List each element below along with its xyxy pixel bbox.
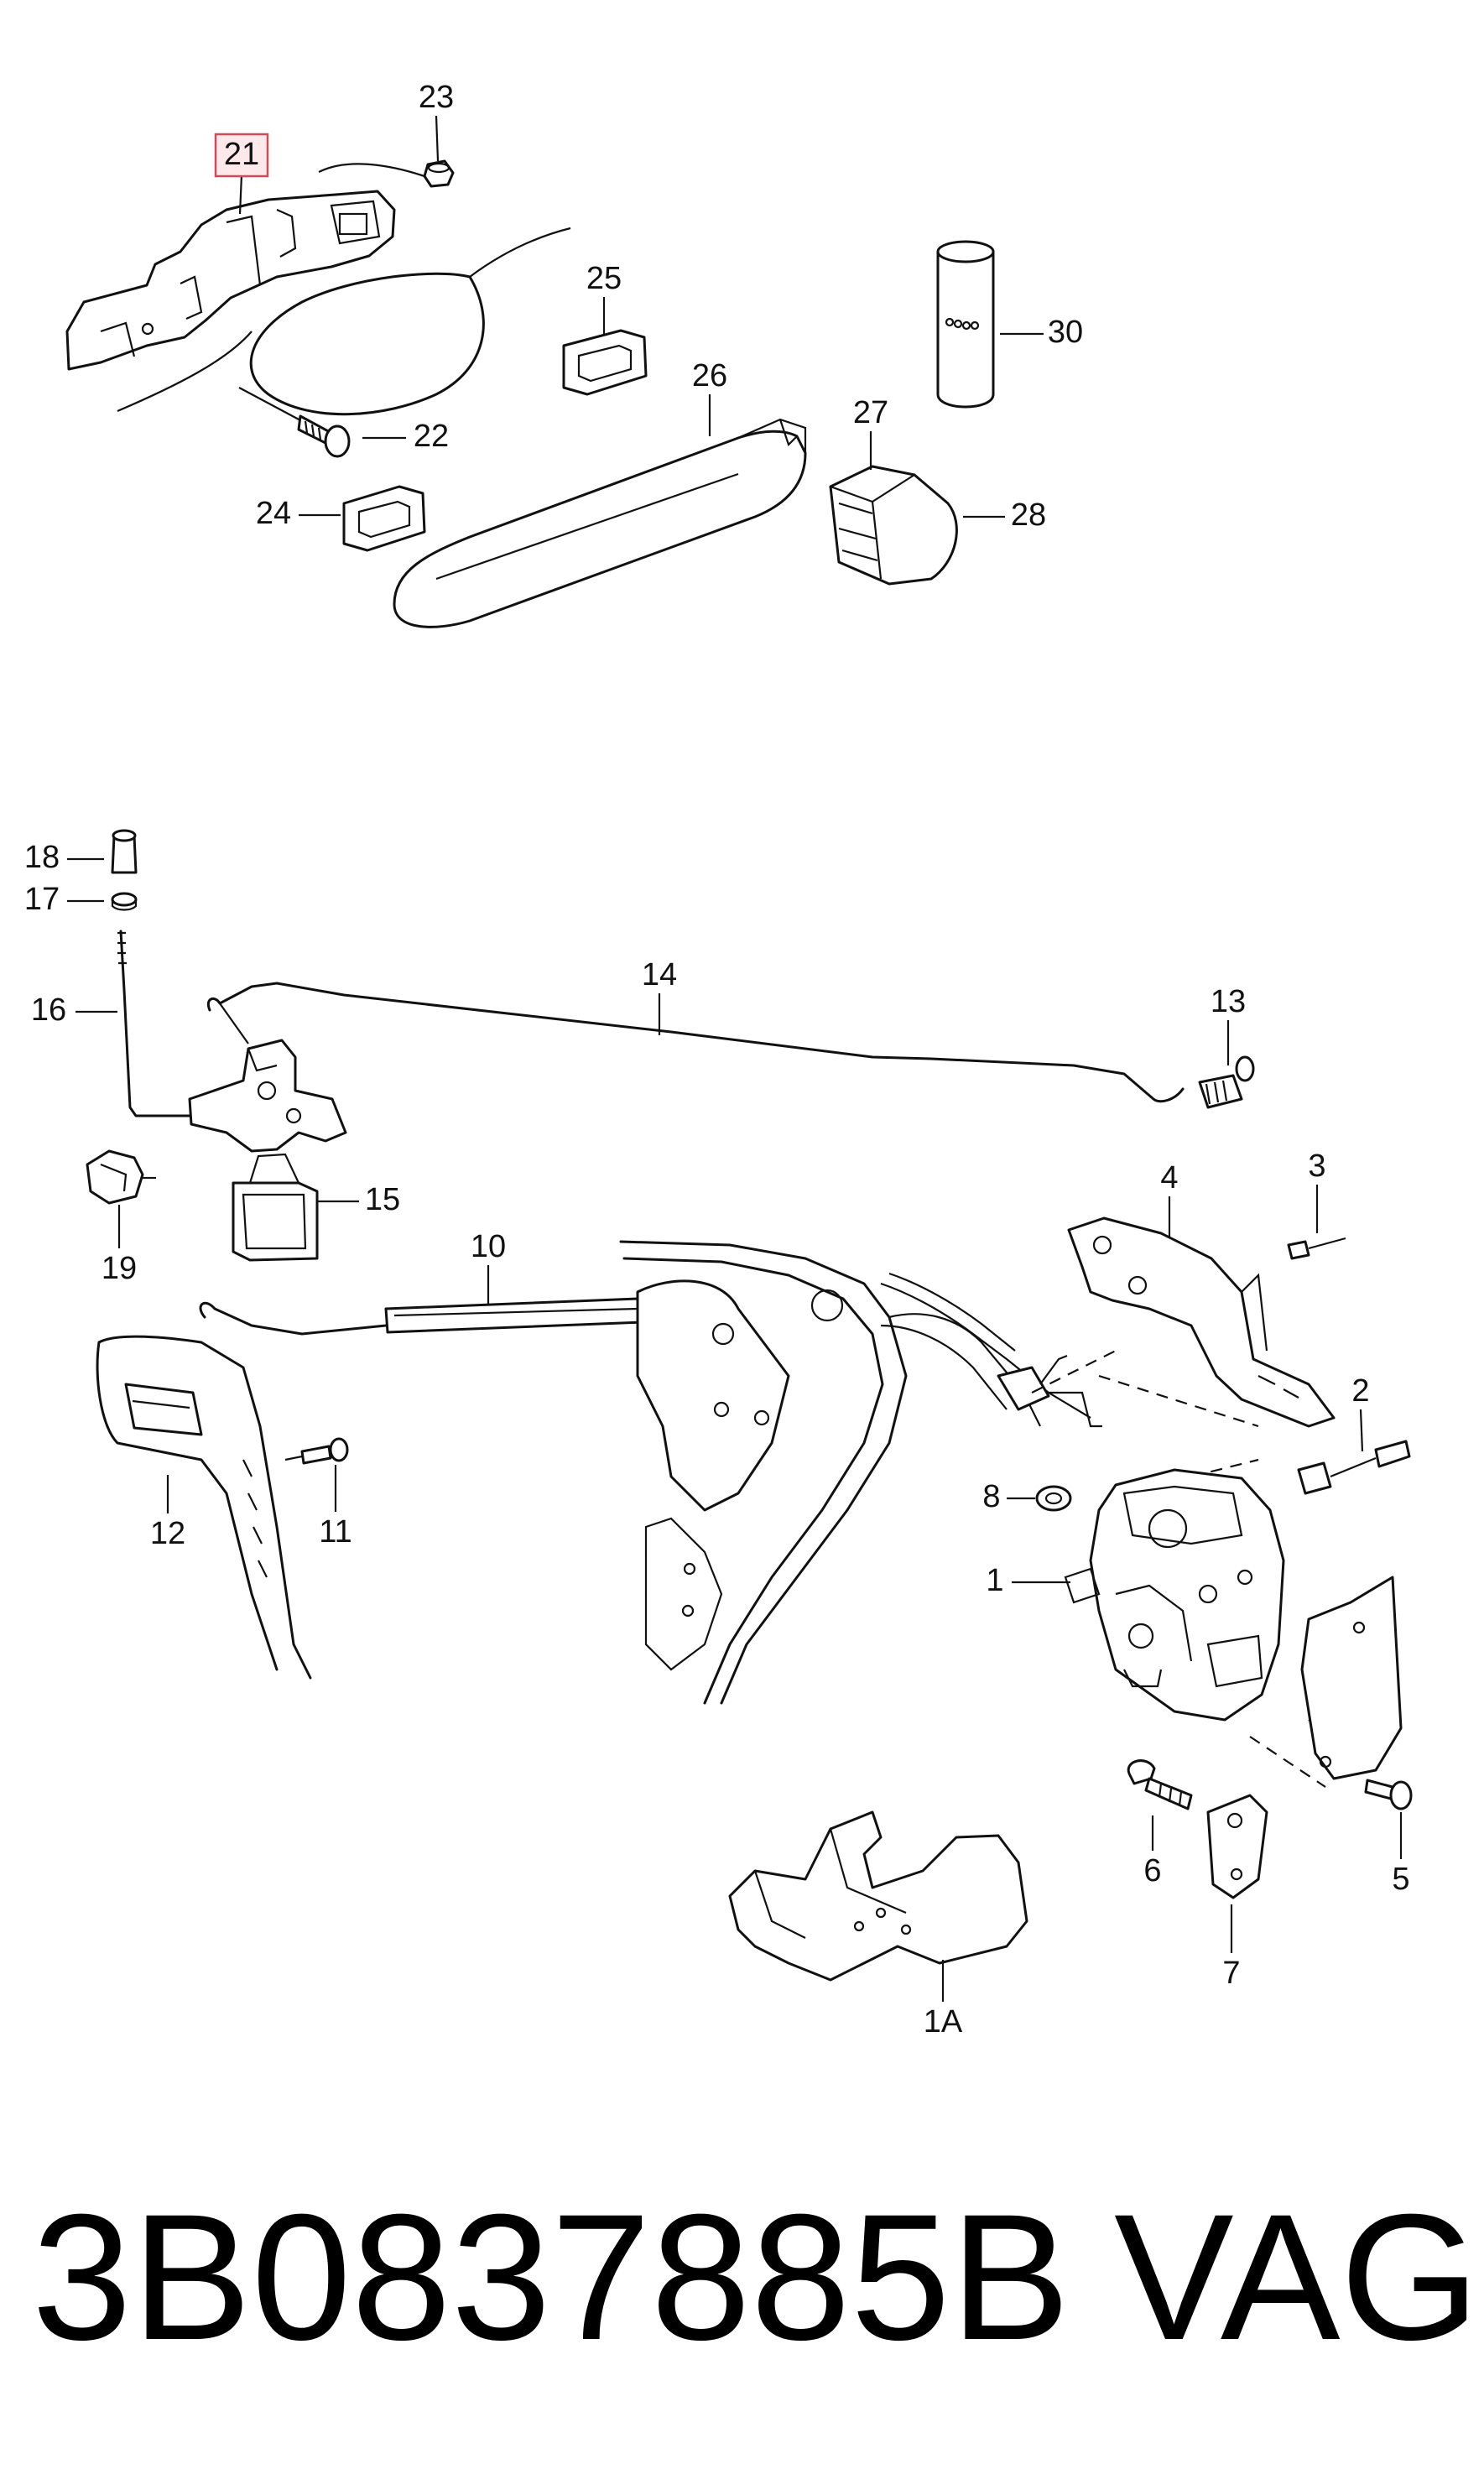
washer-8 xyxy=(1035,1485,1072,1512)
callout-1a: 1A xyxy=(924,2004,963,2039)
callout-27: 27 xyxy=(853,395,888,430)
callout-18: 18 xyxy=(24,840,60,875)
callout-30: 30 xyxy=(1048,315,1083,350)
rod-14 xyxy=(207,982,1185,1103)
nut-23 xyxy=(423,159,455,188)
callout-16: 16 xyxy=(31,992,66,1028)
screw-6 xyxy=(1127,1759,1193,1810)
callout-21-highlight xyxy=(214,133,269,178)
callout-11: 11 xyxy=(319,1514,351,1550)
door-frame-section xyxy=(619,1240,1041,1705)
callout-23: 23 xyxy=(419,80,454,115)
cable-10 xyxy=(199,1294,713,1336)
block-15 xyxy=(232,1153,319,1262)
lock-cylinder-30 xyxy=(936,240,995,409)
exploded-parts-diagram: 2123253026272224281817161413191543102121… xyxy=(24,80,1413,2039)
part-number: 3B0837885B xyxy=(32,2177,1070,2378)
bracket-1A xyxy=(728,1810,1028,1982)
screw-22 xyxy=(238,387,351,458)
callout-17: 17 xyxy=(24,882,60,917)
callout-4: 4 xyxy=(1160,1160,1178,1196)
clip-19 xyxy=(86,1149,156,1205)
bellcrank-bracket xyxy=(188,1039,347,1153)
callout-24: 24 xyxy=(256,496,291,531)
callout-5: 5 xyxy=(1392,1862,1409,1897)
callout-15: 15 xyxy=(365,1182,400,1217)
leader-lines xyxy=(67,115,1403,2002)
pin-2 xyxy=(1297,1440,1411,1495)
callout-25: 25 xyxy=(586,261,622,296)
bracket-4 xyxy=(1067,1216,1336,1428)
callout-12: 12 xyxy=(150,1516,185,1551)
callout-3: 3 xyxy=(1308,1149,1325,1184)
callout-21: 21 xyxy=(224,137,259,172)
callout-28: 28 xyxy=(1011,497,1046,533)
plate-7 xyxy=(1206,1794,1268,1899)
callout-8: 8 xyxy=(982,1479,1000,1514)
door-lock-1 xyxy=(1064,1468,1285,1722)
callout-10: 10 xyxy=(471,1229,506,1264)
callout-13: 13 xyxy=(1211,984,1246,1019)
callout-7: 7 xyxy=(1222,1956,1240,1991)
clip-13 xyxy=(1198,1055,1255,1109)
callout-22: 22 xyxy=(414,419,449,454)
lock-linkage-rods xyxy=(880,1272,1102,1428)
screw-5 xyxy=(1364,1779,1413,1810)
bolt-18-washer-17 xyxy=(111,829,138,911)
cap-27-28 xyxy=(829,465,958,586)
screw-11 xyxy=(284,1437,349,1465)
callout-2: 2 xyxy=(1351,1373,1369,1409)
fastener-3 xyxy=(1287,1237,1346,1260)
rod-16 xyxy=(117,930,203,1117)
callout-19: 19 xyxy=(102,1251,137,1286)
seal-24 xyxy=(342,485,426,552)
pull-handle-26 xyxy=(393,418,807,628)
callout-1: 1 xyxy=(986,1563,1003,1598)
handle-carrier-21 xyxy=(65,190,396,371)
callout-6: 6 xyxy=(1143,1853,1161,1888)
brand-name: VAG xyxy=(1114,2177,1481,2378)
seal-25 xyxy=(562,329,648,396)
callout-14: 14 xyxy=(642,957,677,992)
callout-26: 26 xyxy=(692,358,727,393)
inner-handle-trim-12 xyxy=(96,1335,312,1680)
door-edge-panel xyxy=(1300,1576,1403,1780)
